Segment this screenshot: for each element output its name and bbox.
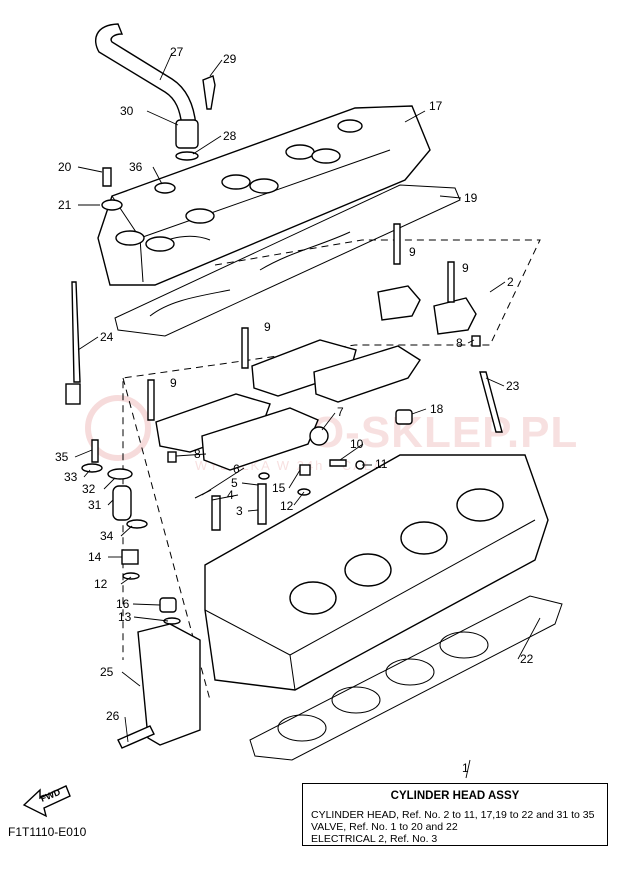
assembly-title: CYLINDER HEAD ASSY <box>390 790 520 802</box>
stud-23 <box>479 371 503 433</box>
callout-3: 3 <box>236 504 243 518</box>
assembly-line-3: ELECTRICAL 2, Ref. No. 3 <box>311 833 438 845</box>
cap-18 <box>395 409 413 425</box>
callout-labels: 1 2 3 4 5 6 7 8 8 9 9 9 9 9 10 11 12 12 … <box>55 45 534 775</box>
callout-20: 20 <box>58 160 72 174</box>
callout-13: 13 <box>118 610 132 624</box>
callout-5: 5 <box>231 476 238 490</box>
callout-34: 34 <box>100 529 114 543</box>
cap-bolts-9 <box>147 223 455 421</box>
bolt-24-head <box>65 383 81 405</box>
plug-7 <box>309 426 329 446</box>
combustion-chambers <box>289 488 504 615</box>
leader-lines <box>74 52 541 779</box>
head-gasket <box>249 595 563 761</box>
callout-29: 29 <box>223 52 237 66</box>
head-cover <box>97 105 431 286</box>
callout-11: 11 <box>375 457 388 471</box>
callout-24: 24 <box>100 330 114 344</box>
camshaft-caps <box>155 285 477 471</box>
bolt-29 <box>202 75 216 110</box>
side-parts <box>81 439 181 625</box>
callout-4: 4 <box>227 488 234 502</box>
callout-17: 17 <box>429 99 443 113</box>
o-ring-28 <box>175 151 199 161</box>
callout-7: 7 <box>337 405 344 419</box>
assembly-line-1: CYLINDER HEAD, Ref. No. 2 to 11, 17,19 t… <box>311 809 595 821</box>
callout-16: 16 <box>116 597 130 611</box>
callout-28: 28 <box>223 129 237 143</box>
breather-joint <box>175 119 199 149</box>
callout-25: 25 <box>100 665 114 679</box>
callout-32: 32 <box>82 482 96 496</box>
bolt-20 <box>102 167 112 187</box>
cover-gasket <box>114 184 461 337</box>
forward-arrow: FWD <box>22 785 71 818</box>
callout-18: 18 <box>430 402 444 416</box>
callout-36: 36 <box>129 160 143 174</box>
callout-21: 21 <box>58 198 72 212</box>
callout-19: 19 <box>464 191 478 205</box>
callout-15: 15 <box>272 481 286 495</box>
callout-6: 6 <box>233 462 240 476</box>
grommet-36 <box>154 182 176 194</box>
damper-21 <box>101 199 123 211</box>
callout-10: 10 <box>350 437 364 451</box>
diagram-code: F1T1110-E010 <box>8 825 87 839</box>
callout-26: 26 <box>106 709 120 723</box>
gasket-bores <box>277 631 489 742</box>
callout-22: 22 <box>520 652 534 666</box>
spark-plug-holes <box>115 119 363 252</box>
callout-14: 14 <box>88 550 102 564</box>
bolt-26 <box>117 725 155 749</box>
callout-8b: 8 <box>194 447 201 461</box>
callout-31: 31 <box>88 498 102 512</box>
callout-9b: 9 <box>462 261 469 275</box>
callout-8a: 8 <box>456 336 463 350</box>
callout-9d: 9 <box>170 376 177 390</box>
callout-12a: 12 <box>280 499 294 513</box>
callout-33: 33 <box>64 470 78 484</box>
callout-9c: 9 <box>264 320 271 334</box>
dowel-8-lower <box>167 451 177 463</box>
callout-12b: 12 <box>94 577 108 591</box>
callout-2: 2 <box>507 275 514 289</box>
valve-parts <box>194 464 311 531</box>
bolt-24 <box>71 281 81 383</box>
dowel-8-upper <box>471 335 481 347</box>
camshaft-cap-group-boundary <box>122 239 541 660</box>
breather-hose <box>95 23 197 127</box>
callout-35: 35 <box>55 450 69 464</box>
callout-27: 27 <box>170 45 184 59</box>
assembly-info-box: CYLINDER HEAD ASSY CYLINDER HEAD, Ref. N… <box>302 783 608 846</box>
bracket <box>137 623 201 746</box>
callout-9a: 9 <box>409 245 416 259</box>
plug-10 <box>329 459 347 467</box>
callout-30: 30 <box>120 104 134 118</box>
callout-23: 23 <box>506 379 520 393</box>
callout-1: 1 <box>462 761 469 775</box>
assembly-line-2: VALVE, Ref. No. 1 to 20 and 22 <box>311 821 458 833</box>
